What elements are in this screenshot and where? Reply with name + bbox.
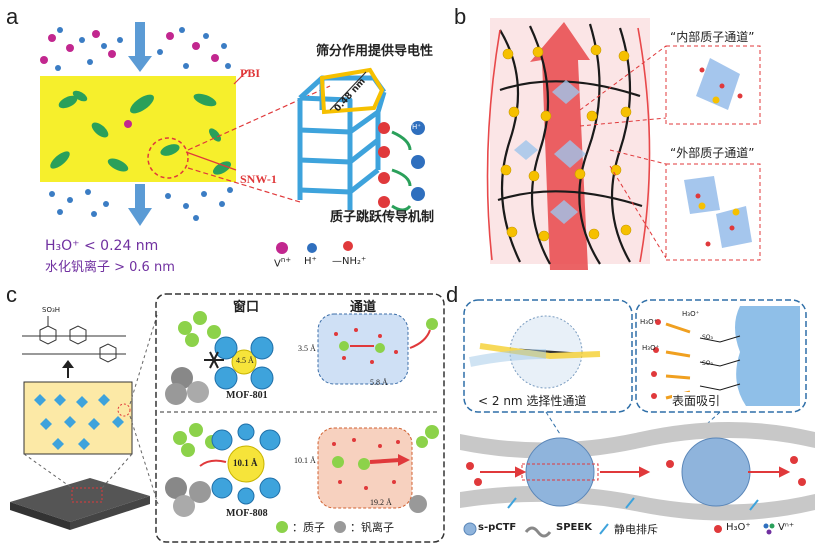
h3o-label-1: H₃O⁺ xyxy=(682,310,699,318)
outer-channel-label: “外部质子通道” xyxy=(670,144,754,161)
ch801-height-label: 5.8 Å xyxy=(370,378,388,387)
legend-speek-icon xyxy=(526,528,550,536)
legend-vanadium-dot xyxy=(334,521,346,533)
hopping-title: 质子跳跃传导机制 xyxy=(330,206,434,225)
pore808-label: 10.1 Å xyxy=(233,458,258,468)
window-label: 窗口 xyxy=(233,296,259,315)
proton-hop-chain xyxy=(378,121,425,210)
h3o-label-3: H₃O⁺ xyxy=(642,344,659,352)
panel-b-figure xyxy=(470,0,821,285)
polymer-structure xyxy=(22,316,126,362)
h3o-label-2: H₃O⁺ xyxy=(640,318,657,326)
legend-proton-label: ：质子 xyxy=(292,519,325,535)
h3o-size-line: H₃O⁺ < 0.24 nm xyxy=(45,238,158,254)
ch801-width-label: 3.5 Å xyxy=(298,344,316,353)
legend-spctf-icon xyxy=(464,523,476,535)
pore801-label: 4.5 Å xyxy=(236,356,254,365)
legend-nh2-label: —NH₂⁺ xyxy=(332,256,366,267)
spctf-particle-left xyxy=(526,438,594,506)
spctf-particle-right xyxy=(682,438,750,506)
legend-repulsion-icon xyxy=(600,524,608,534)
inner-channel-label: “内部质子通道” xyxy=(670,28,754,45)
surface-adsorption-label: 表面吸引 xyxy=(672,392,720,409)
legend-repulsion-label: 静电排斥 xyxy=(614,521,658,537)
ch808-height-label: 19.2 Å xyxy=(370,498,392,507)
legend-proton-dot xyxy=(276,521,288,533)
pbi-label: PBI xyxy=(240,66,260,81)
sieving-title: 筛分作用提供导电性 xyxy=(316,40,433,59)
ch808-width-label: 10.1 Å xyxy=(294,456,316,465)
mof808-window xyxy=(165,423,280,517)
legend-h3o-label: H₃O⁺ xyxy=(726,522,751,533)
mof801-channel xyxy=(318,314,438,384)
speek-band-top xyxy=(460,422,815,459)
channel-label: 通道 xyxy=(350,296,376,315)
selective-channel-label: < 2 nm 选择性通道 xyxy=(478,392,586,409)
snw-label: SNW-1 xyxy=(240,172,277,187)
legend-vn-label: Vⁿ⁺ xyxy=(778,522,794,533)
legend-h-label: H⁺ xyxy=(304,256,317,267)
so3-label-2: SO₃ xyxy=(702,360,713,367)
legend-v-label: Vn+ xyxy=(274,256,291,269)
panel-b-letter: b xyxy=(454,4,466,30)
so3-label-1: SO₃ xyxy=(702,334,713,341)
mof801-label: MOF-801 xyxy=(226,390,268,401)
h-plus-label: H⁺ xyxy=(412,123,421,131)
pore-wall xyxy=(735,306,800,406)
legend-h3o-icon xyxy=(714,525,722,533)
vanadium-size-line: 水化钒离子 > 0.6 nm xyxy=(45,256,175,275)
legend-vanadium-label: ：钒离子 xyxy=(350,519,394,535)
legend-spctf-label: s-pCTF xyxy=(478,522,516,533)
membrane-block xyxy=(24,382,132,454)
legend-vn-icon xyxy=(764,524,775,535)
legend-nh2-dot xyxy=(343,241,353,251)
legend-vanadium-dot xyxy=(276,242,288,254)
mof808-label: MOF-808 xyxy=(226,508,268,519)
legend-proton-dot xyxy=(307,243,317,253)
pbi-membrane xyxy=(40,76,236,182)
legend-speek-label: SPEEK xyxy=(556,522,592,533)
panel-c-figure xyxy=(0,282,450,553)
sulfonic-group-label: SO₃H xyxy=(42,306,60,314)
speek-band-bottom xyxy=(460,486,815,521)
panel-d-figure xyxy=(450,282,821,553)
